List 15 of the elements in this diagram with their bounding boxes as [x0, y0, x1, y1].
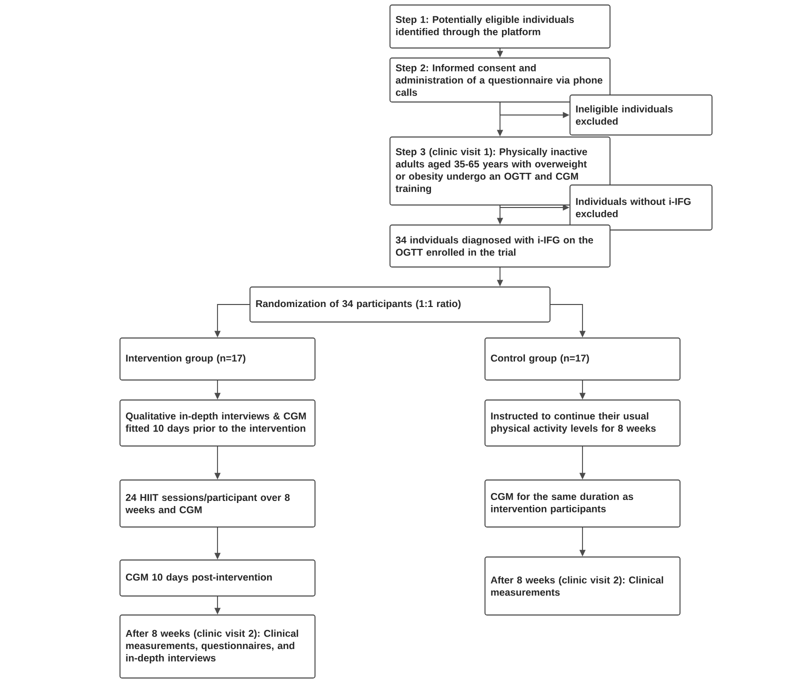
- process-box: 24 HIIT sessions/participant over 8 weeks and CGM: [120, 480, 316, 528]
- process-box: Intervention group (n=17): [120, 338, 316, 380]
- process-box: Randomization of 34 participants (1:1 ratio): [250, 286, 550, 322]
- process-box: Ineligible individuals excluded: [570, 94, 712, 136]
- process-box: After 8 weeks (clinic visit 2): Clinical measurements, questionnaires, and in-depth interviews: [120, 614, 316, 678]
- process-box: CGM 10 days post-intervention: [120, 560, 316, 596]
- process-box: Control group (n=17): [484, 338, 680, 380]
- process-box: Qualitative in-depth interviews & CGM fitted 10 days prior to the intervention: [120, 400, 316, 446]
- process-box: After 8 weeks (clinic visit 2): Clinical measurements: [484, 556, 680, 616]
- process-box: Step 2: Informed consent and administration of a questionnaire via phone calls: [390, 58, 610, 102]
- process-box: 34 indviduals diagnosed with i-IFG on the OGTT enrolled in the trial: [390, 224, 610, 268]
- process-box: Step 1: Potentially eligible individuals identified through the platform: [390, 4, 610, 48]
- process-box: Individuals without i-IFG excluded: [570, 184, 712, 230]
- process-box: Instructed to continue their usual physical activity levels for 8 weeks: [484, 400, 680, 446]
- process-box: CGM for the same duration as intervention participants: [484, 480, 680, 528]
